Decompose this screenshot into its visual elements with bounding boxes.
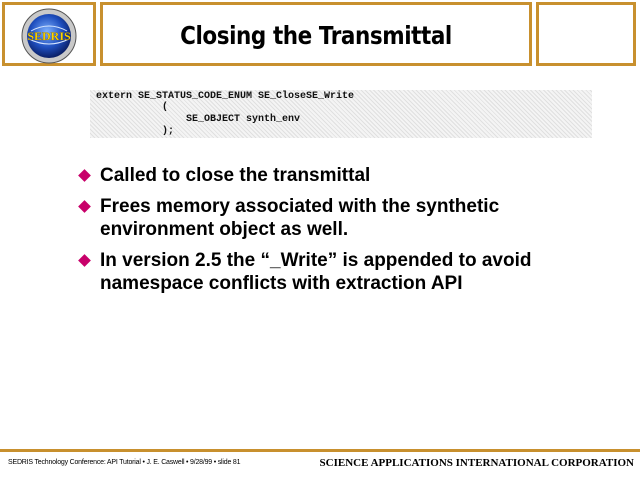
diamond-bullet-icon xyxy=(78,200,91,213)
footer-company: SCIENCE APPLICATIONS INTERNATIONAL CORPO… xyxy=(319,457,634,469)
bullet-text: Frees memory associated with the synthet… xyxy=(100,196,500,240)
bullet-text: In version 2.5 the “_Write” is appended … xyxy=(100,250,532,294)
code-line: extern SE_STATUS_CODE_ENUM SE_CloseSE_Wr… xyxy=(96,91,355,102)
slide-title: Closing the Transmittal xyxy=(180,21,452,50)
code-block: extern SE_STATUS_CODE_ENUM SE_CloseSE_Wr… xyxy=(90,90,592,138)
logo-text: SEDRIS xyxy=(27,29,71,43)
bullet-list: Called to close the transmittal Frees me… xyxy=(78,164,578,303)
bullet-item: In version 2.5 the “_Write” is appended … xyxy=(78,249,578,295)
bullet-item: Called to close the transmittal xyxy=(78,164,578,187)
sedris-logo-icon: SEDRIS xyxy=(21,8,77,64)
code-line: ( xyxy=(162,102,169,113)
bullet-text: Called to close the transmittal xyxy=(100,165,371,186)
diamond-bullet-icon xyxy=(78,254,91,267)
code-line: ); xyxy=(162,126,175,137)
right-box xyxy=(536,2,636,66)
bullet-item: Frees memory associated with the synthet… xyxy=(78,195,578,241)
diamond-bullet-icon xyxy=(78,169,91,182)
code-line: SE_OBJECT synth_env xyxy=(186,114,301,125)
logo-box: SEDRIS xyxy=(2,2,96,66)
footer-credit: SEDRIS Technology Conference: API Tutori… xyxy=(8,459,241,466)
title-bar: Closing the Transmittal xyxy=(100,2,532,66)
footer-rule xyxy=(0,449,640,452)
